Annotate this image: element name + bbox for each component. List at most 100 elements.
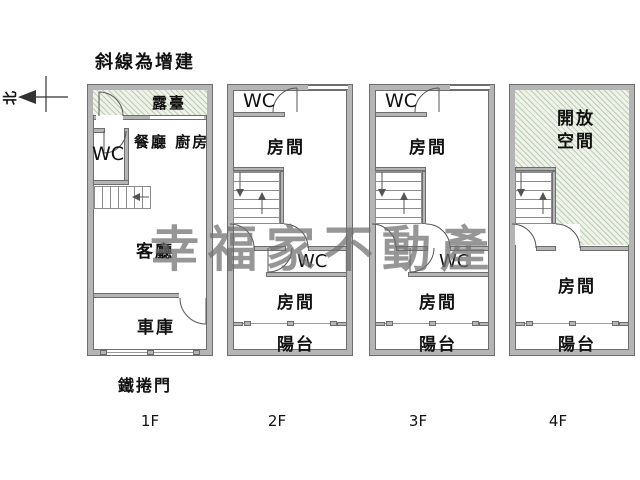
wall-segment (408, 272, 489, 277)
wall-segment (375, 322, 385, 326)
door-arc (179, 297, 207, 325)
door-opening (179, 293, 206, 298)
roller-door-note: 鐵捲門 (118, 376, 173, 395)
doors-3f (371, 87, 451, 273)
floorplan-1f (87, 84, 213, 356)
window (308, 85, 348, 90)
window-tick (612, 321, 619, 326)
window-tick (147, 350, 154, 355)
wall-segment (233, 322, 243, 326)
window-tick (472, 321, 479, 326)
room-label-open-space-2: 空間 (557, 132, 595, 152)
wall-segment (93, 180, 129, 185)
room-label-room-lower: 房間 (558, 277, 596, 297)
door-arc (283, 223, 309, 249)
door-arc (371, 223, 397, 249)
wall-segment (515, 322, 525, 326)
room-label-wc-lower: WC (297, 251, 328, 272)
door-arc (425, 223, 451, 249)
window (150, 115, 204, 120)
north-arrow-icon (18, 76, 68, 112)
stairs (233, 171, 280, 224)
door-opening (96, 115, 123, 120)
window-tick (193, 350, 200, 355)
door-arc (409, 247, 435, 273)
room-label-dining-kitchen: 餐廳 廚房 (134, 133, 210, 151)
hatch-area-terrace (93, 90, 207, 115)
wall-segment (450, 246, 489, 251)
window-tick (526, 321, 533, 326)
watermark-text: 幸福家不動產 (150, 221, 499, 278)
wall-segment (93, 293, 207, 298)
floor-label-4f: 4F (548, 412, 568, 430)
north-label: 北 (3, 89, 19, 105)
stairs (93, 186, 151, 209)
door-arc (98, 91, 124, 117)
stair-arrow-head (539, 192, 547, 200)
window-tick (569, 321, 576, 326)
room-label-wc-upper: WC (243, 90, 276, 112)
wall-segment (254, 246, 286, 251)
floor-label-1f: 1F (140, 412, 160, 430)
wall-segment (233, 167, 284, 171)
wall-segment (536, 246, 556, 251)
floor-label-2f: 2F (267, 412, 287, 430)
stair-arrow-head (400, 192, 408, 200)
wall-segment (580, 246, 629, 251)
wall-segment (233, 112, 285, 117)
window-tick (244, 321, 251, 326)
wall-segment (396, 246, 428, 251)
stair-arrow-head (132, 193, 140, 201)
wall-segment (552, 171, 556, 224)
door-arc (511, 223, 537, 249)
window-tick (330, 321, 337, 326)
window-tick (429, 321, 436, 326)
room-label-balcony: 陽台 (277, 335, 315, 355)
floor-label-3f: 3F (408, 412, 428, 430)
window (450, 85, 490, 90)
door-arc (272, 87, 298, 113)
stair-arrow-head (236, 189, 244, 197)
doors-2f (229, 87, 309, 273)
room-label-wc: WC (92, 143, 125, 165)
room-label-room-lower: 房間 (277, 293, 315, 313)
stair-arrow-head (258, 192, 266, 200)
door-arc (555, 223, 581, 249)
window-tick (287, 321, 294, 326)
room-label-room-lower: 房間 (419, 293, 457, 313)
wall-segment (422, 171, 426, 224)
wall-segment (515, 167, 556, 171)
wall-segment (619, 322, 629, 326)
wall-segment (375, 167, 426, 171)
room-label-garage: 車庫 (137, 318, 175, 338)
wall-segment (479, 322, 489, 326)
wall-segment (337, 322, 347, 326)
door-arc (414, 87, 440, 113)
hallway-area (515, 224, 580, 245)
door-arc (267, 247, 293, 273)
stairs (515, 171, 552, 224)
room-label-wc-upper: WC (385, 90, 418, 112)
wall-segment (280, 171, 284, 224)
wall-segment (93, 128, 105, 133)
stair-arrow-head (517, 189, 525, 197)
doors-1f (98, 91, 207, 325)
legend-note: 斜線為增建 (95, 52, 195, 73)
stairs (375, 171, 422, 224)
window-tick (386, 321, 393, 326)
window-tick (100, 350, 107, 355)
doors-4f (511, 172, 581, 249)
room-label-open-space-1: 開放 (557, 109, 595, 129)
room-label-terrace: 露臺 (152, 94, 187, 112)
wall-segment (266, 272, 347, 277)
room-label-room-upper: 房間 (409, 138, 447, 158)
wall-segment (308, 246, 347, 251)
door-arc (103, 130, 127, 154)
room-label-balcony: 陽台 (419, 335, 457, 355)
wall-segment (375, 112, 427, 117)
stair-arrow-head (378, 189, 386, 197)
room-label-living: 客廳 (136, 242, 174, 262)
room-label-balcony: 陽台 (558, 335, 596, 355)
room-label-wc-lower: WC (439, 251, 470, 272)
